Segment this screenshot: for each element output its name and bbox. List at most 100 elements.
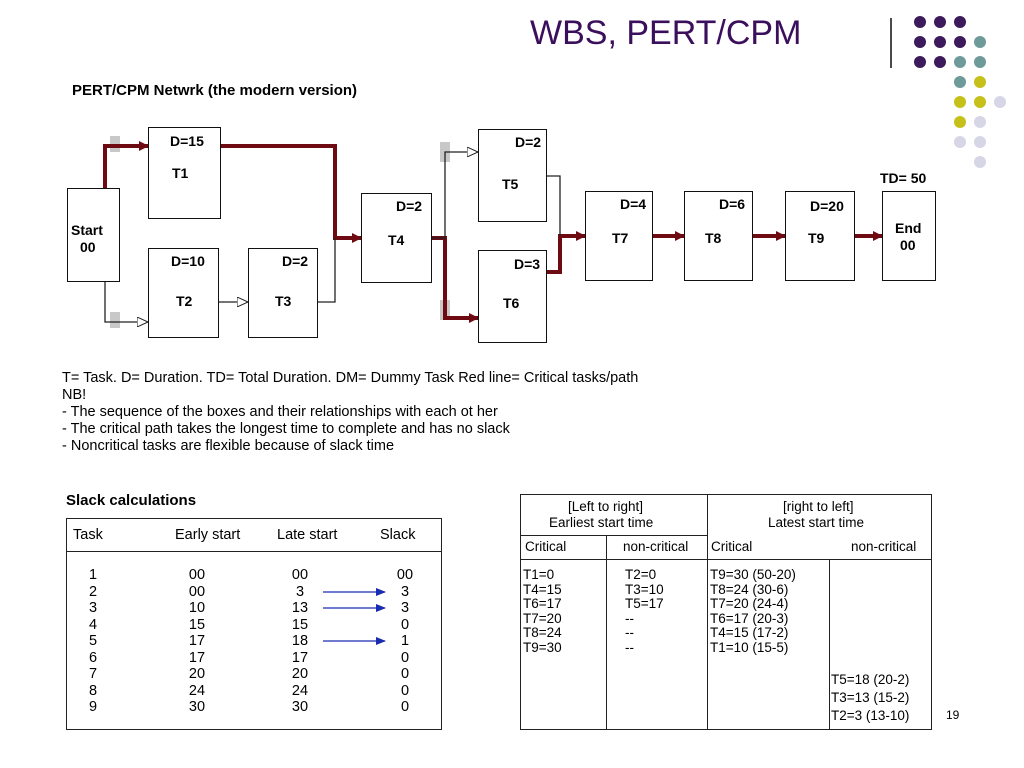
cell: -- — [625, 610, 634, 626]
task-id: T5 — [502, 176, 519, 192]
cell: 1 — [88, 567, 98, 583]
cell: 3 — [400, 600, 410, 616]
cell: T1=0 — [523, 567, 555, 582]
end-value: 00 — [900, 237, 916, 253]
header-slack: Slack — [380, 527, 416, 543]
cell: 0 — [400, 649, 410, 666]
cell: T8=24 — [523, 625, 562, 640]
cell: 15 — [291, 616, 309, 633]
cell: 13 — [291, 600, 309, 616]
task-box-t9: D=20 T9 — [785, 191, 855, 281]
slide-title: WBS, PERT/CPM — [530, 14, 802, 52]
cell: -- — [625, 639, 634, 655]
cell: T5=18 (20-2) — [831, 672, 910, 687]
cell: T9=30 (50-20) — [710, 567, 796, 582]
col-critical: Critical — [711, 539, 753, 554]
start-time-table: [Left to right] Earliest start time [rig… — [520, 494, 932, 730]
earliest-noncritical-list: T2=0 T3=10 T5=17 -- -- -- — [625, 567, 664, 655]
cell: 10 — [188, 600, 206, 616]
cell: T6=17 — [523, 596, 562, 611]
cell: T7=20 — [523, 610, 562, 626]
left-header-line1: [Left to right] — [568, 499, 644, 514]
task-duration: D=2 — [515, 134, 542, 150]
col-noncritical: non-critical — [623, 539, 689, 554]
cell: T6=17 (20-3) — [710, 610, 789, 626]
task-id: T9 — [808, 230, 825, 246]
cell: 00 — [188, 583, 206, 600]
task-id: T2 — [176, 293, 193, 309]
slack-title: Slack calculations — [66, 492, 197, 509]
task-id: T6 — [503, 295, 520, 311]
cell: T3=10 — [625, 581, 664, 597]
task-id: T1 — [172, 165, 189, 181]
cell: 0 — [400, 616, 410, 633]
task-duration: D=3 — [514, 256, 541, 272]
cell: 00 — [396, 567, 414, 583]
cell: T3=13 (15-2) — [831, 690, 910, 705]
legend-notes: T= Task. D= Duration. TD= Total Duration… — [62, 370, 638, 455]
cell: 00 — [188, 567, 206, 583]
cell: 3 — [400, 583, 410, 600]
early-start-column: 00 00 10 15 17 17 20 24 30 — [167, 567, 227, 716]
cell: 17 — [188, 649, 206, 666]
cell: T7=20 (24-4) — [710, 596, 789, 611]
cell: T2=0 — [625, 567, 657, 582]
header-early-start: Early start — [175, 527, 241, 543]
cell: 6 — [88, 649, 98, 666]
cell: 18 — [291, 633, 309, 649]
cell: 20 — [188, 666, 206, 682]
cell: 30 — [291, 699, 309, 715]
header-task: Task — [73, 527, 103, 543]
left-header-line2: Earliest start time — [549, 515, 654, 530]
task-column: 1 2 3 4 5 6 7 8 9 — [63, 567, 123, 716]
cell: 3 — [88, 600, 98, 616]
cell: 7 — [88, 666, 98, 682]
header-late-start: Late start — [277, 527, 338, 543]
task-box-t7: D=4 T7 — [585, 191, 653, 281]
cell: 3 — [295, 583, 305, 600]
task-duration: D=2 — [396, 198, 423, 214]
cell: 0 — [400, 682, 410, 699]
task-duration: D=6 — [719, 196, 746, 212]
start-label: Start — [71, 222, 103, 238]
cell: -- — [625, 625, 634, 640]
task-box-t2: D=10 T2 — [148, 248, 219, 338]
task-id: T7 — [612, 230, 629, 246]
decorative-dots — [910, 12, 1020, 172]
slack-table-header: Task Early start Late start Slack — [67, 519, 441, 552]
latest-critical-list: T9=30 (50-20) T8=24 (30-6) T7=20 (24-4) … — [710, 567, 796, 655]
cell: 17 — [291, 649, 309, 666]
task-duration: D=4 — [620, 196, 647, 212]
slack-table: Task Early start Late start Slack 1 2 3 … — [66, 518, 442, 730]
right-header-line2: Latest start time — [768, 515, 865, 530]
col-critical: Critical — [525, 539, 567, 554]
cell: 0 — [400, 666, 410, 682]
task-box-t3: D=2 T3 — [248, 248, 318, 338]
latest-noncritical-list: T5=18 (20-2) T3=13 (15-2) T2=3 (13-10) — [831, 671, 909, 725]
cell: T2=3 (13-10) — [831, 708, 910, 723]
task-box-t6: D=3 T6 — [478, 250, 547, 343]
cell: 30 — [188, 699, 206, 715]
cell: 15 — [188, 616, 206, 633]
task-duration: D=2 — [282, 253, 309, 269]
note-line: - Noncritical tasks are flexible because… — [62, 438, 395, 454]
end-node: End 00 — [882, 191, 936, 281]
end-label: End — [895, 220, 922, 236]
late-start-column: 00 3 13 15 18 17 20 24 30 — [270, 567, 330, 716]
note-line: - The sequence of the boxes and their re… — [62, 404, 498, 420]
task-id: T4 — [388, 232, 405, 248]
cell: 24 — [291, 682, 309, 699]
task-box-t8: D=6 T8 — [684, 191, 753, 281]
right-header-line1: [right to left] — [783, 499, 854, 514]
slide-number: 19 — [946, 708, 960, 722]
start-node: Start 00 — [67, 188, 120, 282]
col-noncritical: non-critical — [851, 539, 917, 554]
cell: T5=17 — [625, 596, 664, 611]
task-box-t5: D=2 T5 — [478, 129, 547, 222]
cell: T4=15 (17-2) — [710, 625, 789, 640]
cell: 4 — [88, 616, 98, 633]
cell: 00 — [291, 567, 309, 583]
start-value: 00 — [80, 239, 96, 255]
cell: T1=10 (15-5) — [710, 639, 789, 655]
